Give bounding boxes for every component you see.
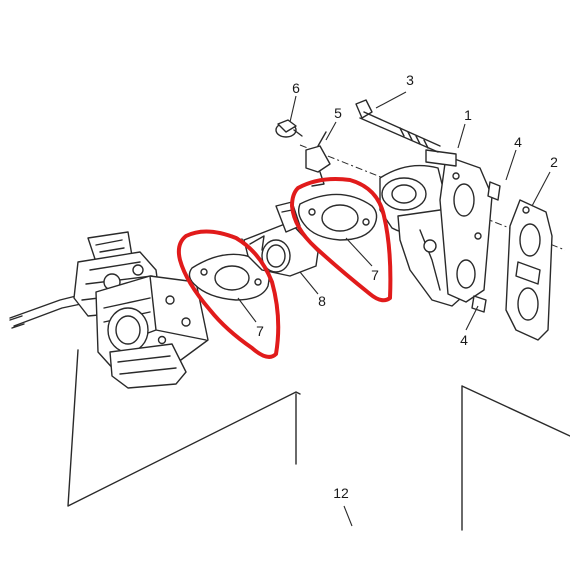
highlight-loop-right [290,177,393,303]
flange-bolt [275,119,303,138]
air-box-outline-right [461,385,570,531]
hose-clip [305,131,331,187]
callout-4-upper: 4 [514,134,522,150]
manifold-gasket [505,199,553,341]
intake-manifold [379,149,493,307]
leader-lines [237,91,551,527]
gasket-right [297,193,378,241]
callout-1: 1 [464,107,472,123]
callout-8: 8 [318,293,326,309]
callout-5: 5 [334,105,342,121]
long-bolt [355,99,441,153]
callout-3: 3 [406,72,414,88]
callout-7-right: 7 [371,267,379,283]
stud-upper [487,181,501,201]
callout-6: 6 [292,80,300,96]
highlight-loop-left [176,229,281,359]
callout-4-lower: 4 [460,332,468,348]
air-box-outline-left [67,349,301,507]
callout-12: 12 [333,485,349,501]
callout-2: 2 [550,154,558,170]
stud-lower [471,295,487,313]
carburetor-assembly [9,231,209,389]
callout-7-left: 7 [256,323,264,339]
